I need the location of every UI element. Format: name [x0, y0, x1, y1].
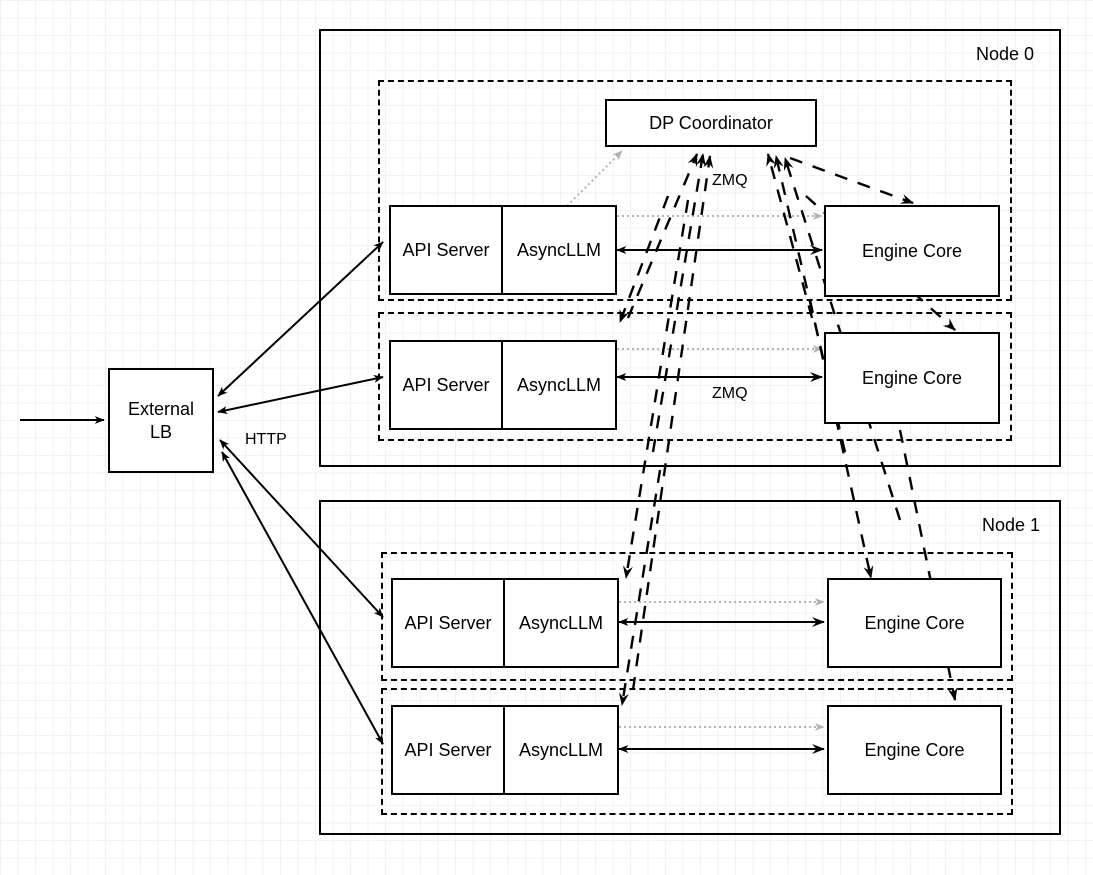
node-container-1	[319, 500, 1061, 835]
engine-core-node0-dp0[interactable]: Engine Core	[824, 205, 1000, 297]
node-container-0	[319, 29, 1061, 467]
asyncllm-label: AsyncLLM	[516, 239, 602, 260]
zmq-label-node0-dp1: ZMQ	[712, 385, 748, 402]
dp-group-node0-dp0	[378, 80, 1012, 301]
api-server-unit-node0-dp1[interactable]: API Server AsyncLLM	[389, 340, 617, 430]
node-label-1: Node 1	[982, 515, 1041, 535]
api-server-unit-node1-dp0[interactable]: API Server AsyncLLM	[391, 578, 619, 668]
api-server-label: API Server	[391, 207, 503, 293]
api-server-label: API Server	[393, 580, 505, 666]
zmq-label-node0-dp0: ZMQ	[712, 172, 748, 189]
http-label: HTTP	[245, 431, 287, 448]
dp-group-node0-dp1	[378, 312, 1012, 441]
dp-group-node1-dp0	[381, 552, 1013, 681]
api-server-label: API Server	[393, 707, 505, 793]
api-server-unit-node0-dp0[interactable]: API Server AsyncLLM	[389, 205, 617, 295]
asyncllm-label: AsyncLLM	[518, 739, 604, 760]
external-lb-box[interactable]: External LB	[108, 368, 214, 473]
api-server-label: API Server	[391, 342, 503, 428]
asyncllm-label: AsyncLLM	[518, 612, 604, 633]
engine-core-node0-dp1[interactable]: Engine Core	[824, 332, 1000, 424]
asyncllm-label: AsyncLLM	[516, 374, 602, 395]
engine-core-node1-dp1[interactable]: Engine Core	[827, 705, 1002, 795]
external-lb-label-line1: External	[127, 399, 195, 419]
node-label-0: Node 0	[976, 44, 1035, 64]
dp-coordinator-box[interactable]: DP Coordinator	[605, 99, 817, 147]
external-lb-label-line2: LB	[149, 421, 173, 442]
engine-core-node1-dp0[interactable]: Engine Core	[827, 578, 1002, 668]
api-server-unit-node1-dp1[interactable]: API Server AsyncLLM	[391, 705, 619, 795]
dp-group-node1-dp1	[381, 688, 1013, 815]
